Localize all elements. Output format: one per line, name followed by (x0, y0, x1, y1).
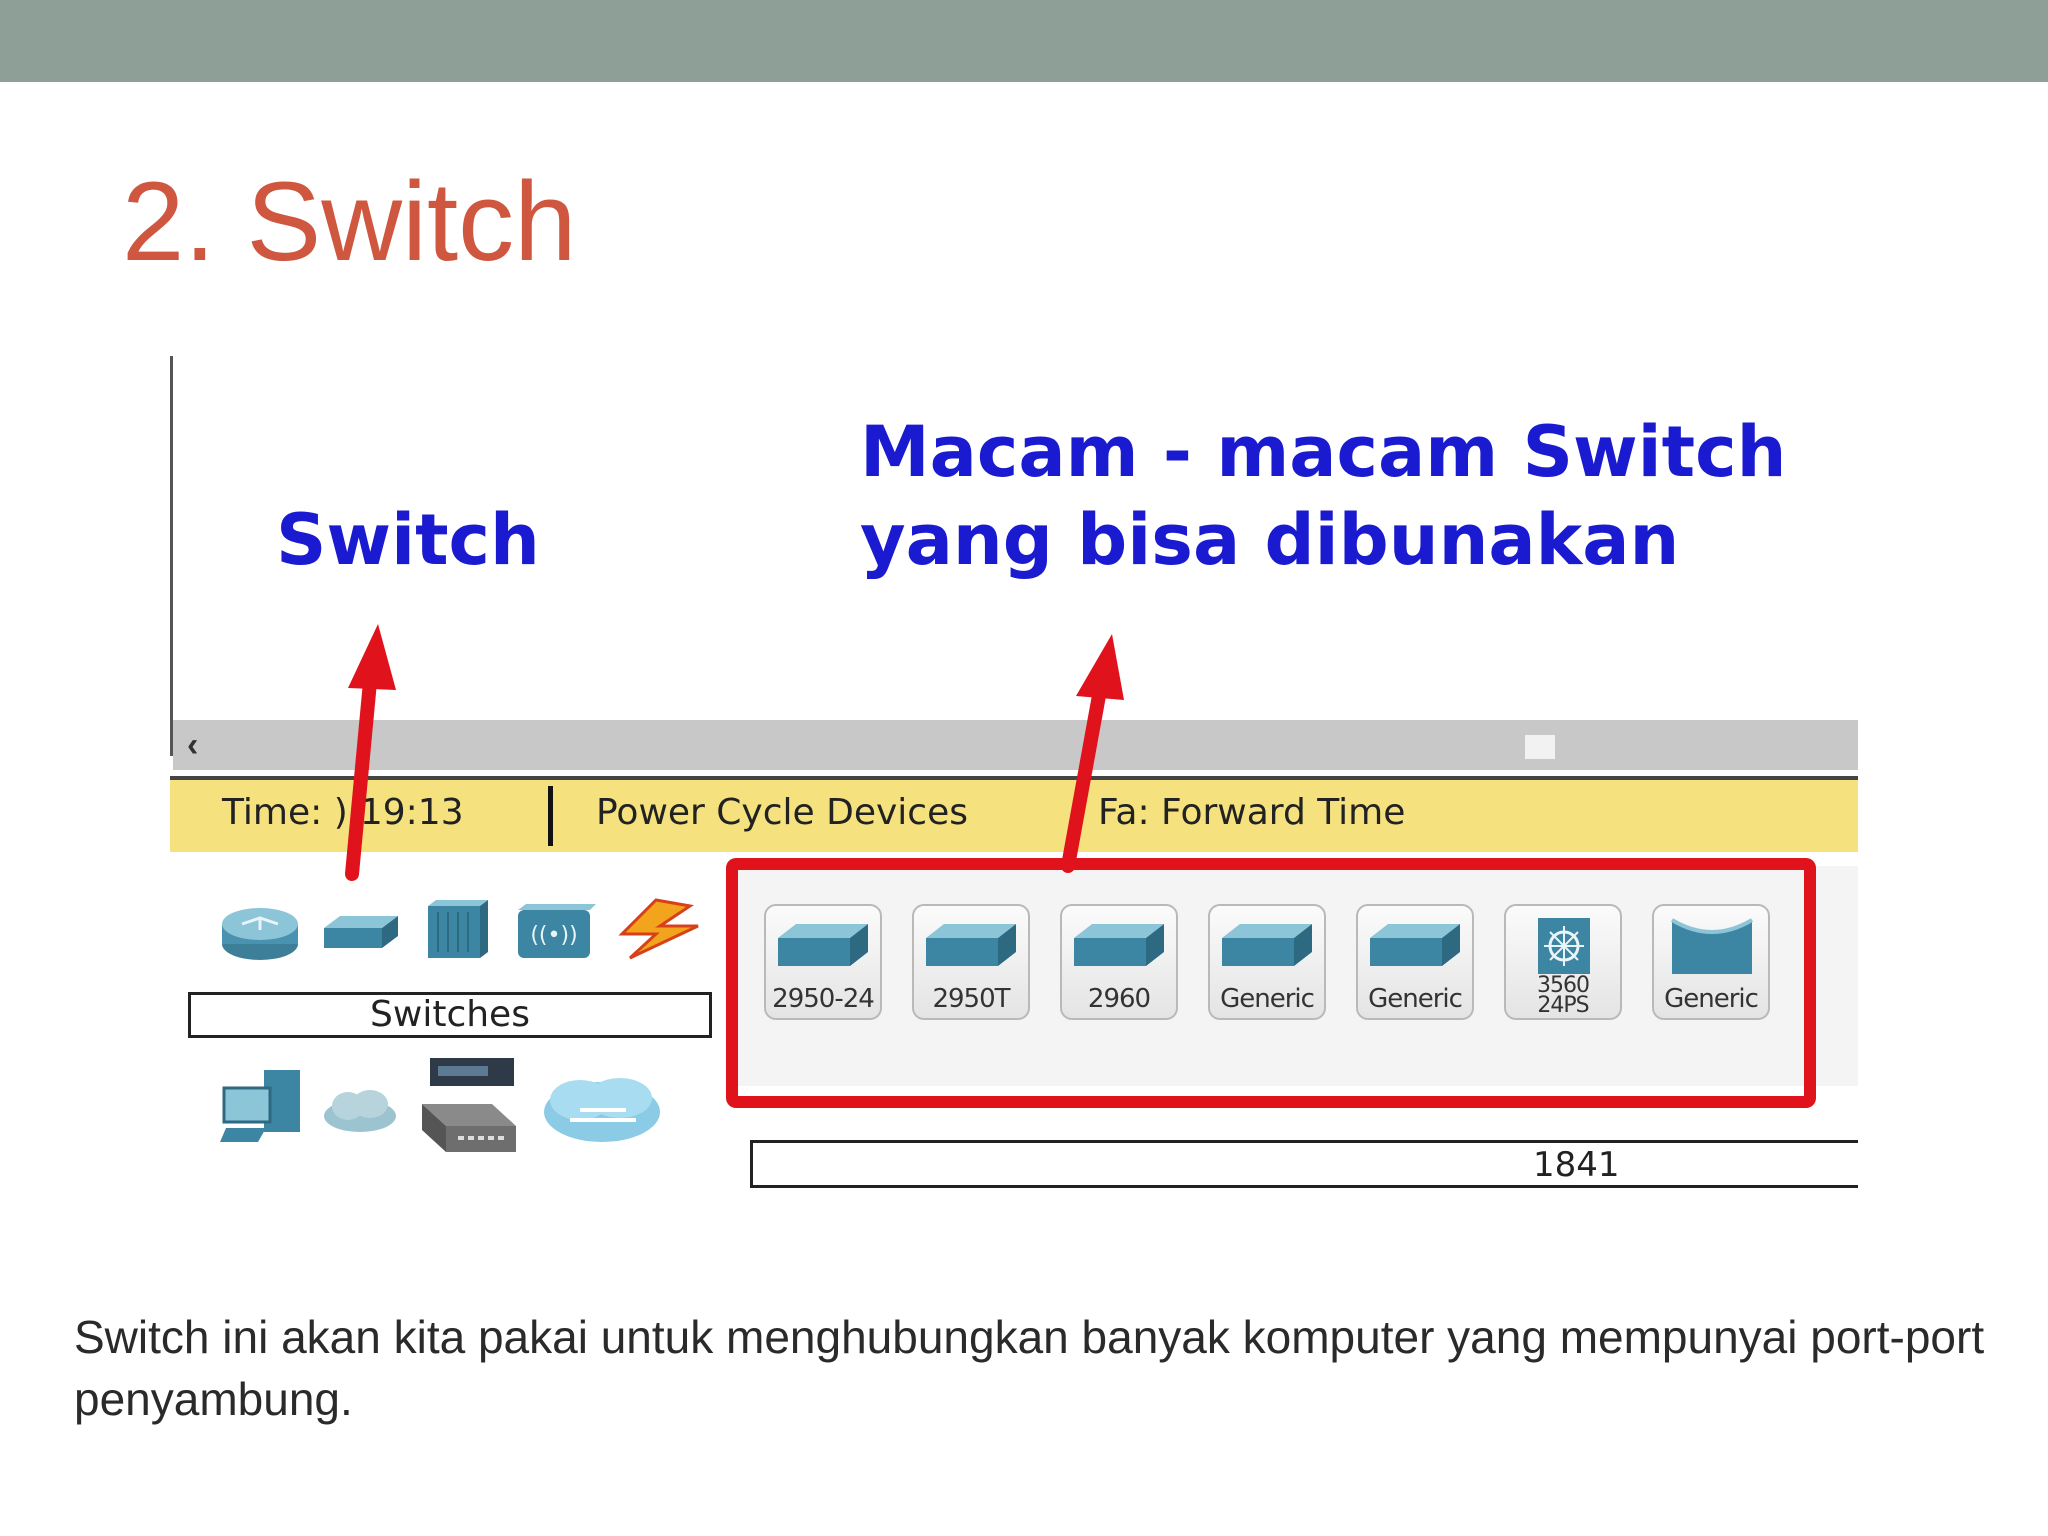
bridge-icon (1670, 918, 1754, 974)
end-device-icon[interactable] (220, 1066, 306, 1146)
switch-types-highlight (726, 858, 1816, 1108)
device-generic-switch-1[interactable]: Generic (1208, 904, 1326, 1020)
switch-types-line-1: Macam - macam Switch (860, 411, 1787, 493)
switch-icon (926, 924, 1016, 966)
connection-icon[interactable] (616, 896, 702, 962)
wireless-device-icon[interactable]: ((•)) (514, 900, 600, 962)
device-label: 2950-24 (772, 984, 875, 1014)
scroll-thumb[interactable] (1525, 735, 1555, 759)
device-label: 2950T (932, 984, 1010, 1014)
chevron-left-icon[interactable]: ‹ (187, 726, 199, 764)
device-2960[interactable]: 2960 (1060, 904, 1178, 1020)
device-label: Generic (1368, 984, 1463, 1014)
slide-title: 2. Switch (122, 159, 577, 284)
switch-types-line-2: yang bisa dibunakan (860, 499, 1680, 581)
multiuser-cloud-icon[interactable] (540, 1072, 664, 1146)
device-label: Generic (1664, 984, 1759, 1014)
switch-icon (1370, 924, 1460, 966)
arrow-to-switch-types (1061, 634, 1124, 873)
device-2950t[interactable]: 2950T (912, 904, 1030, 1020)
wan-cloud-icon[interactable] (320, 1082, 400, 1136)
switch-annotation: Switch (276, 499, 540, 581)
horizontal-scrollbar[interactable]: ‹ (173, 720, 1858, 770)
power-cycle-devices-button[interactable]: Power Cycle Devices (596, 792, 968, 833)
device-model-field: 1841 (750, 1140, 1858, 1188)
switch-types-annotation: Macam - macam Switch yang bisa dibunakan (860, 408, 1786, 584)
status-separator (548, 786, 553, 846)
device-generic-switch-2[interactable]: Generic (1356, 904, 1474, 1020)
slide-top-bar (0, 0, 2048, 82)
packet-tracer-screenshot: Switch Macam - macam Switch yang bisa di… (170, 356, 1858, 1194)
device-label-line-2: 24PS (1537, 993, 1589, 1018)
arrow-to-switch-category (345, 624, 396, 881)
switch-icon[interactable] (320, 912, 402, 956)
slide-caption: Switch ini akan kita pakai untuk menghub… (74, 1311, 1985, 1425)
fast-forward-suffix: : Forward Time (1137, 792, 1406, 833)
device-label: Generic (1220, 984, 1315, 1014)
time-label: Time: (222, 792, 334, 833)
svg-text:((•)): ((•)) (530, 923, 577, 948)
custom-device-icon[interactable] (418, 1056, 522, 1158)
switch-icon (1222, 924, 1312, 966)
device-generic-bridge[interactable]: Generic (1652, 904, 1770, 1020)
annotation-arrows (345, 624, 1124, 881)
device-2950-24[interactable]: 2950-24 (764, 904, 882, 1020)
device-category-label: Switches (188, 992, 712, 1038)
canvas-border (170, 356, 173, 756)
hub-icon[interactable] (422, 898, 492, 962)
device-label: 2960 (1087, 984, 1151, 1014)
switch-icon (778, 924, 868, 966)
multilayer-switch-icon (1538, 918, 1590, 974)
fast-forward-time-button[interactable]: Fa: Forward Time (1098, 792, 1405, 833)
switch-icon (1074, 924, 1164, 966)
fast-forward-prefix: Fa (1098, 792, 1138, 833)
device-label-line-1: 3560 (1537, 973, 1590, 998)
router-icon[interactable] (220, 904, 300, 962)
device-model-value: 1841 (1533, 1145, 1620, 1185)
